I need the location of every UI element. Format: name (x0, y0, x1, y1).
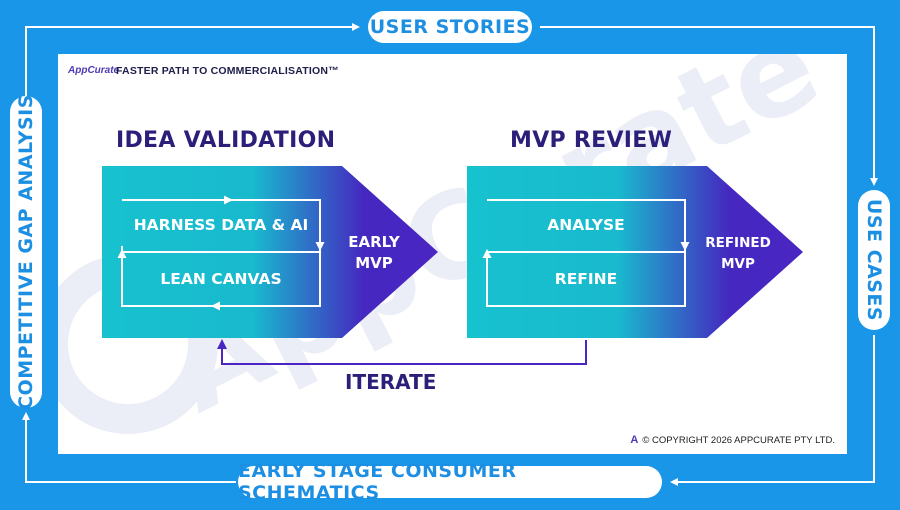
refined-mvp-output: REFINED MVP (698, 233, 778, 275)
early-stage-consumer-schematics-label: EARLY STAGE CONSUMER SCHEMATICS (238, 460, 517, 504)
refined-mvp-line2: MVP (721, 256, 755, 272)
mvp-review-title: MVP REVIEW (510, 128, 673, 153)
use-cases-label: USE CASES (863, 198, 886, 322)
refine-box: REFINE (554, 270, 618, 288)
user-stories-label: USER STORIES (369, 16, 531, 38)
loop-arrow-top-right (540, 26, 878, 186)
early-mvp-line2: MVP (355, 254, 393, 272)
analyse-box: ANALYSE (547, 216, 625, 234)
appcurate-logo: AppCurate (68, 65, 120, 76)
use-cases-pill: USE CASES (858, 190, 890, 330)
harness-data-ai-box: HARNESS DATA & AI (133, 216, 309, 234)
iterate-arrow (217, 339, 587, 365)
idea-validation-chevron (102, 166, 438, 338)
tagline: FASTER PATH TO COMMERCIALISATION™ (116, 65, 339, 77)
competitive-gap-analysis-label: COMPETITIVE GAP ANALYSIS (15, 94, 38, 410)
appcurate-logo-icon: A (630, 434, 639, 446)
loop-arrow-top-left (25, 23, 360, 100)
loop-arrow-bottom-right (670, 335, 875, 486)
lean-canvas-box: LEAN CANVAS (160, 270, 282, 288)
idea-validation-title: IDEA VALIDATION (116, 128, 336, 153)
user-stories-pill: USER STORIES (368, 11, 532, 43)
early-mvp-line1: EARLY (348, 233, 400, 251)
mvp-review-chevron (467, 166, 803, 338)
copyright-text: © COPYRIGHT 2026 APPCURATE PTY LTD. (642, 434, 835, 446)
copyright: A © COPYRIGHT 2026 APPCURATE PTY LTD. (630, 434, 835, 446)
iterate-label: ITERATE (345, 370, 437, 394)
diagram-card: AppCurate AppCurate FASTER PATH TO COMME… (58, 54, 847, 454)
early-stage-consumer-schematics-pill: EARLY STAGE CONSUMER SCHEMATICS (238, 460, 662, 504)
early-mvp-output: EARLY MVP (336, 232, 412, 274)
loop-arrow-bottom-left (22, 412, 236, 483)
competitive-gap-analysis-pill: COMPETITIVE GAP ANALYSIS (10, 94, 42, 410)
refined-mvp-line1: REFINED (705, 235, 771, 251)
